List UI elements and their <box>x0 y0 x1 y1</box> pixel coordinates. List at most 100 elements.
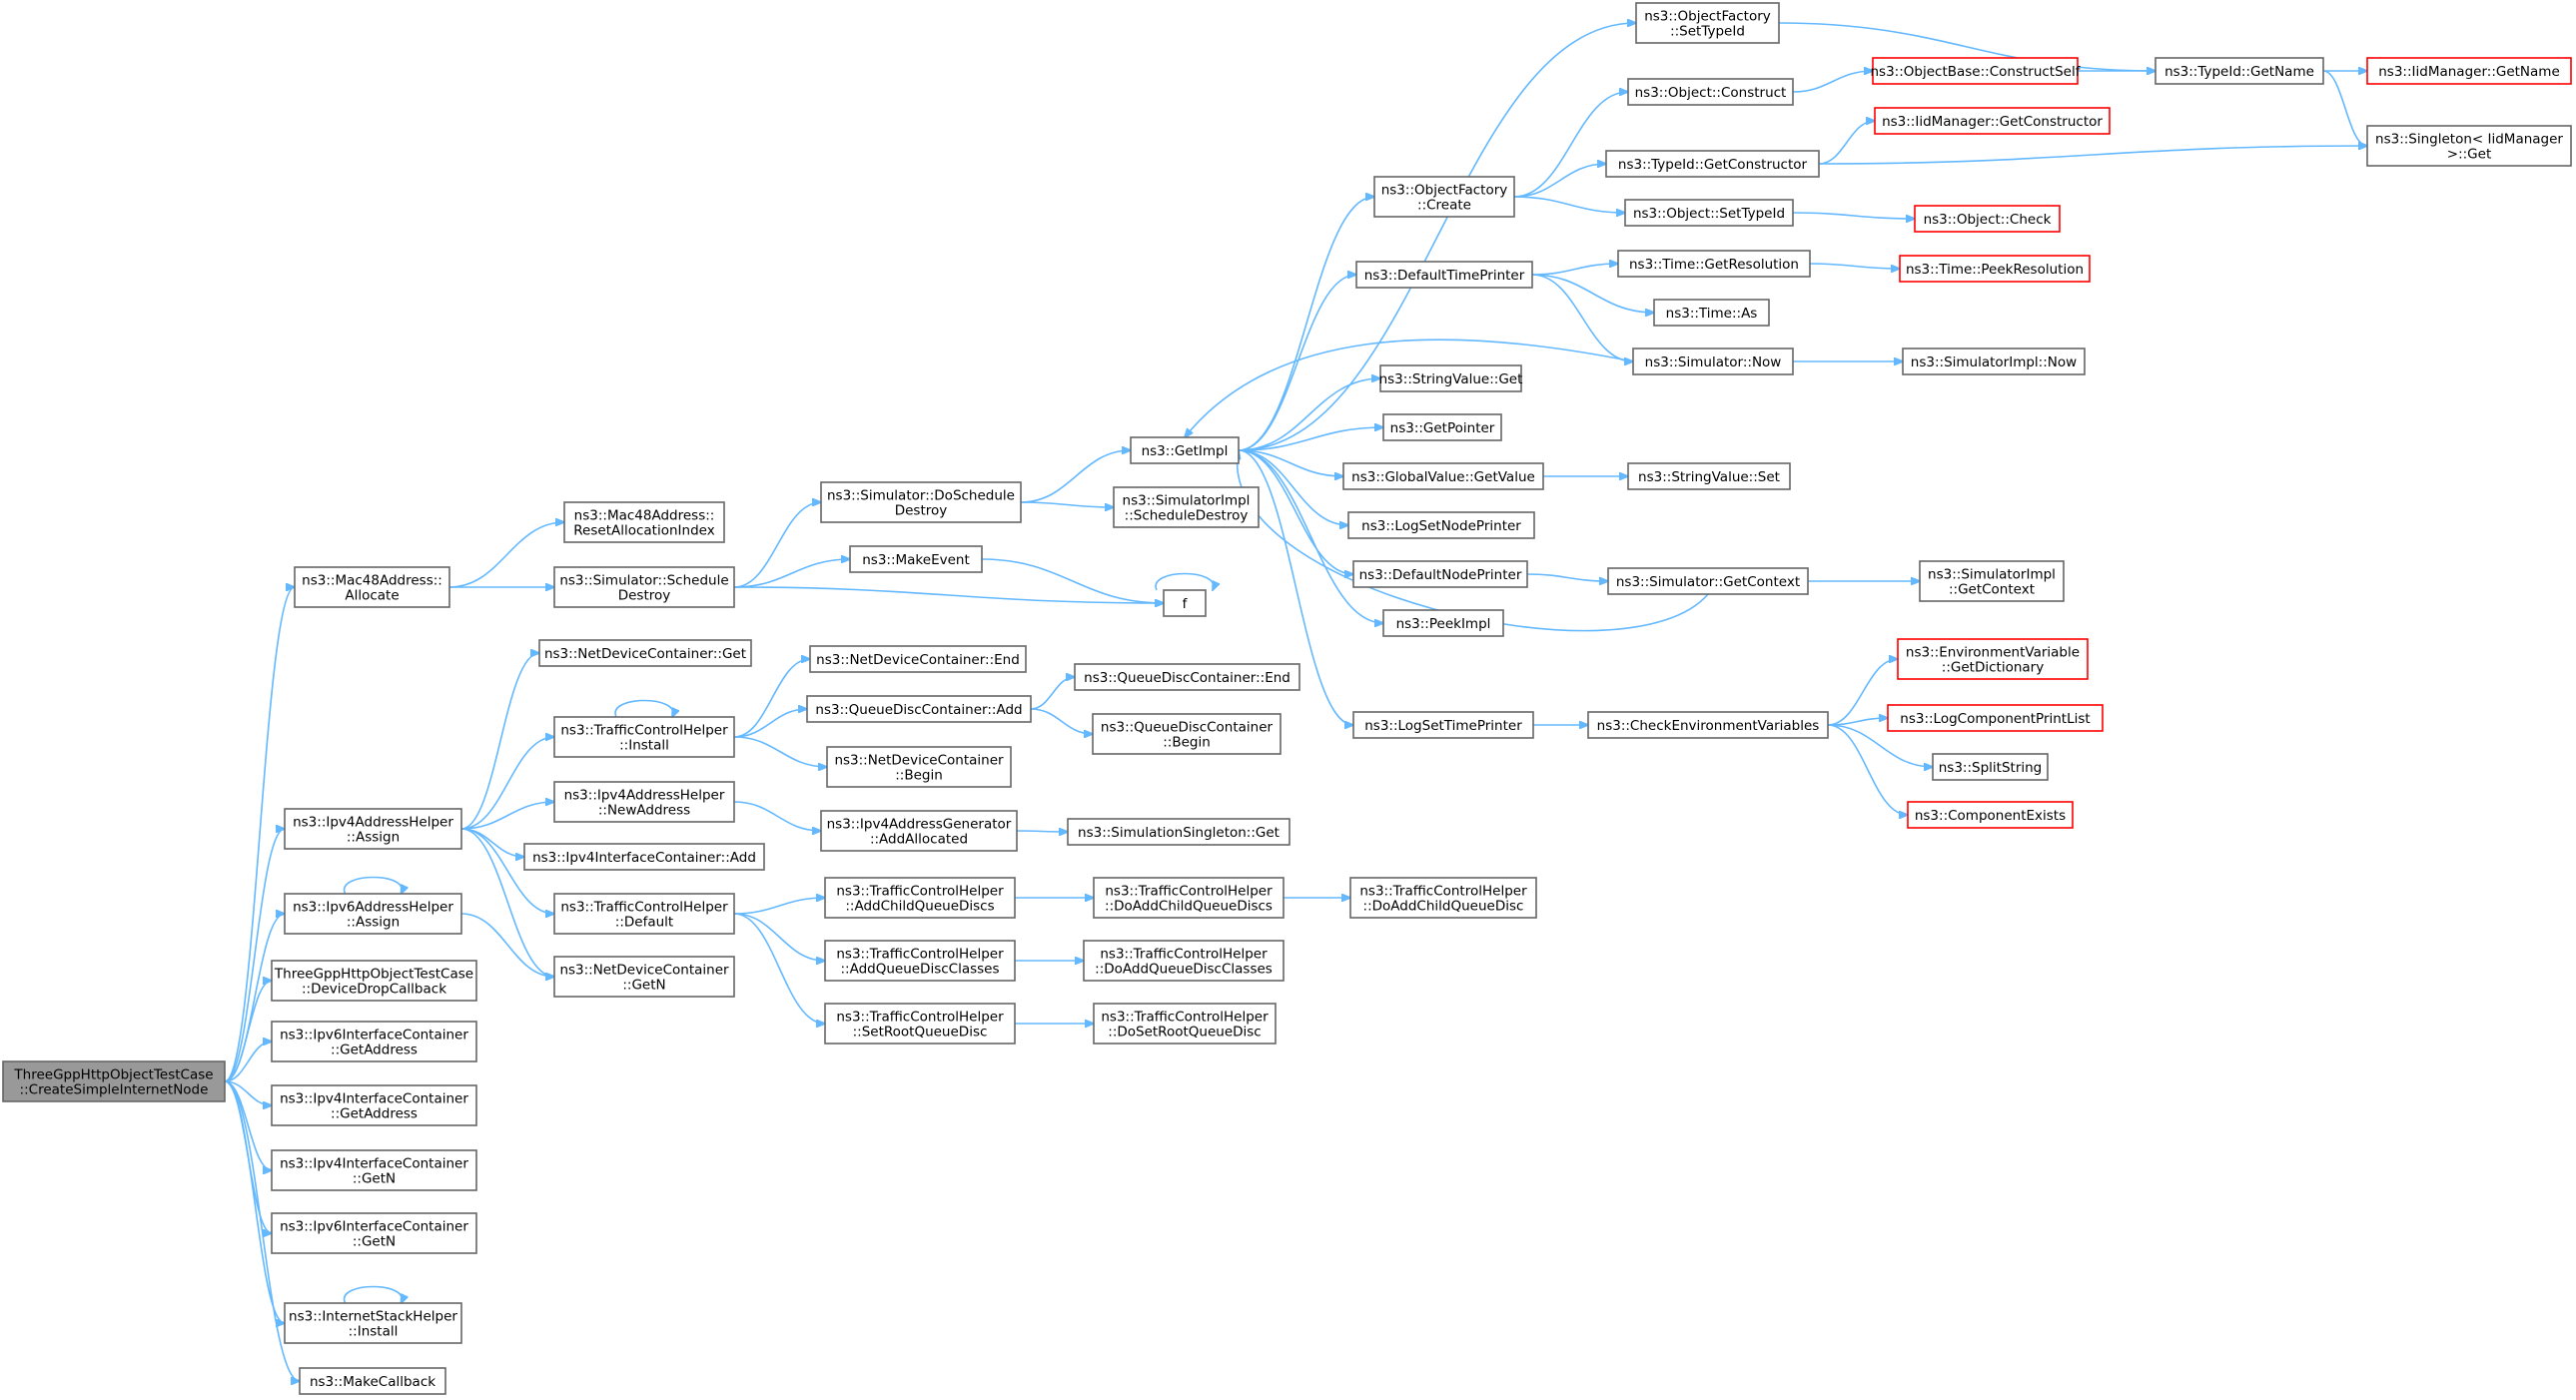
graph-node-ipv4ic-add[interactable]: ns3::Ipv4InterfaceContainer::Add <box>523 843 765 871</box>
node-box <box>553 716 735 758</box>
graph-node-qdc-add[interactable]: ns3::QueueDiscContainer::Add <box>806 695 1032 723</box>
call-edge <box>460 828 554 914</box>
graph-node-iidmgr-getconstructor[interactable]: ns3::IidManager::GetConstructor <box>1874 107 2111 135</box>
graph-node-globalvalue-getvalue[interactable]: ns3::GlobalValue::GetValue <box>1342 462 1544 490</box>
graph-node-ipv4h-assign[interactable]: ns3::Ipv4AddressHelper::Assign <box>284 808 462 850</box>
node-box <box>2 1060 226 1102</box>
graph-node-typeid-getconstructor[interactable]: ns3::TypeId::GetConstructor <box>1605 150 1820 178</box>
node-label: ::DoAddChildQueueDisc <box>1363 899 1524 915</box>
node-label: ::GetAddress <box>331 1043 418 1058</box>
graph-node-f[interactable]: f <box>1163 589 1207 617</box>
graph-node-check-env-vars[interactable]: ns3::CheckEnvironmentVariables <box>1587 711 1829 739</box>
graph-node-logcomp-printlist[interactable]: ns3::LogComponentPrintList <box>1887 704 2104 732</box>
graph-node-ndc-get[interactable]: ns3::NetDeviceContainer::Get <box>538 639 752 667</box>
graph-node-qdc-end[interactable]: ns3::QueueDiscContainer::End <box>1074 663 1300 691</box>
node-label: ns3::Ipv4InterfaceContainer <box>280 1091 468 1107</box>
call-edge <box>224 1080 300 1381</box>
graph-node-ipv4ic-getn[interactable]: ns3::Ipv4InterfaceContainer::GetN <box>271 1149 477 1191</box>
graph-node-objfactory-create[interactable]: ns3::ObjectFactory::Create <box>1373 176 1515 218</box>
graph-node-tch-doaddchild[interactable]: ns3::TrafficControlHelper::DoAddChildQue… <box>1093 877 1285 919</box>
graph-node-typeid-getname[interactable]: ns3::TypeId::GetName <box>2154 57 2324 85</box>
graph-node-tch-default[interactable]: ns3::TrafficControlHelper::Default <box>553 893 735 935</box>
node-label: ns3::ObjectBase::ConstructSelf <box>1871 64 2082 80</box>
graph-node-makeevent[interactable]: ns3::MakeEvent <box>849 545 983 573</box>
graph-node-object-construct[interactable]: ns3::Object::Construct <box>1627 78 1794 106</box>
graph-node-root[interactable]: ThreeGppHttpObjectTestCase::CreateSimple… <box>2 1060 226 1102</box>
graph-node-tch-doaddchild1[interactable]: ns3::TrafficControlHelper::DoAddChildQue… <box>1349 877 1537 919</box>
graph-node-simsingleton-get[interactable]: ns3::SimulationSingleton::Get <box>1067 818 1290 846</box>
graph-node-getpointer[interactable]: ns3::GetPointer <box>1382 413 1502 441</box>
graph-node-ndc-getn[interactable]: ns3::NetDeviceContainer::GetN <box>553 956 735 998</box>
graph-node-objfactory-settypeid[interactable]: ns3::ObjectFactory::SetTypeId <box>1635 2 1780 44</box>
graph-node-stringvalue-set[interactable]: ns3::StringValue::Set <box>1627 462 1791 490</box>
call-edge <box>224 829 285 1082</box>
node-box <box>1607 567 1809 595</box>
graph-node-stringvalue-get[interactable]: ns3::StringValue::Get <box>1379 364 1523 392</box>
graph-node-ish-install[interactable]: ns3::InternetStackHelper::Install <box>284 1302 462 1344</box>
graph-node-object-settypeid[interactable]: ns3::Object::SetTypeId <box>1624 199 1794 227</box>
graph-node-default-time-printer[interactable]: ns3::DefaultTimePrinter <box>1355 261 1533 289</box>
node-box <box>824 877 1016 919</box>
call-edge <box>2322 70 2367 146</box>
graph-node-defaultnodeprinter[interactable]: ns3::DefaultNodePrinter <box>1352 560 1528 588</box>
graph-node-simulator-getcontext[interactable]: ns3::Simulator::GetContext <box>1607 567 1809 595</box>
graph-node-ipv4ic-getaddr[interactable]: ns3::Ipv4InterfaceContainer::GetAddress <box>271 1084 477 1126</box>
graph-node-makecallback[interactable]: ns3::MakeCallback <box>299 1367 446 1395</box>
graph-node-tch-dosetroot[interactable]: ns3::TrafficControlHelper::DoSetRootQueu… <box>1093 1003 1277 1045</box>
graph-node-tch-addclasses[interactable]: ns3::TrafficControlHelper::AddQueueDiscC… <box>824 940 1016 982</box>
graph-node-mac-alloc[interactable]: ns3::Mac48Address::Allocate <box>294 566 450 608</box>
call-edge <box>1531 264 1618 276</box>
node-label: ns3::PeekImpl <box>1396 616 1491 632</box>
graph-node-getimpl[interactable]: ns3::GetImpl <box>1130 436 1240 464</box>
node-label: ns3::Singleton< IidManager <box>2375 132 2563 148</box>
call-edge <box>224 1080 272 1105</box>
graph-node-simimpl-getcontext[interactable]: ns3::SimulatorImpl::GetContext <box>1919 560 2065 602</box>
graph-node-ndc-begin[interactable]: ns3::NetDeviceContainer::Begin <box>826 746 1012 788</box>
call-edge <box>1531 274 1633 361</box>
graph-node-tch-install[interactable]: ns3::TrafficControlHelper::Install <box>553 716 735 758</box>
graph-node-objbase-constructself[interactable]: ns3::ObjectBase::ConstructSelf <box>1871 57 2082 85</box>
graph-node-component-exists[interactable]: ns3::ComponentExists <box>1907 801 2074 829</box>
graph-node-sim-schedule-destroy[interactable]: ns3::Simulator::ScheduleDestroy <box>553 566 735 608</box>
node-label: ns3::Mac48Address:: <box>574 508 715 524</box>
node-label: Destroy <box>618 588 671 604</box>
graph-node-iidmgr-getname[interactable]: ns3::IidManager::GetName <box>2366 57 2572 85</box>
graph-node-time-getresolution[interactable]: ns3::Time::GetResolution <box>1617 250 1811 278</box>
graph-node-simimpl-now[interactable]: ns3::SimulatorImpl::Now <box>1902 348 2086 375</box>
graph-node-tch-doaddclasses[interactable]: ns3::TrafficControlHelper::DoAddQueueDis… <box>1083 940 1285 982</box>
call-edge <box>1238 23 1636 451</box>
graph-node-time-peekresolution[interactable]: ns3::Time::PeekResolution <box>1899 255 2091 283</box>
graph-node-tch-addchild[interactable]: ns3::TrafficControlHelper::AddChildQueue… <box>824 877 1016 919</box>
graph-node-splitstring[interactable]: ns3::SplitString <box>1932 753 2049 781</box>
graph-node-time-as[interactable]: ns3::Time::As <box>1653 299 1770 327</box>
graph-node-simimpl-schedule-destroy[interactable]: ns3::SimulatorImpl::ScheduleDestroy <box>1113 486 1260 528</box>
graph-node-devdrop[interactable]: ThreeGppHttpObjectTestCase::DeviceDropCa… <box>271 960 477 1002</box>
node-box <box>1074 663 1300 691</box>
graph-node-ndc-end[interactable]: ns3::NetDeviceContainer::End <box>809 645 1027 673</box>
node-label: ns3::MakeCallback <box>310 1374 435 1390</box>
graph-node-simulator-now[interactable]: ns3::Simulator::Now <box>1632 348 1794 375</box>
graph-node-logsettimeprinter[interactable]: ns3::LogSetTimePrinter <box>1352 711 1534 739</box>
graph-node-ipv6ic-getaddr[interactable]: ns3::Ipv6InterfaceContainer::GetAddress <box>271 1021 477 1062</box>
node-box <box>284 1302 462 1344</box>
graph-node-ipv6ic-getn[interactable]: ns3::Ipv6InterfaceContainer::GetN <box>271 1212 477 1254</box>
graph-node-ipv6h-assign[interactable]: ns3::Ipv6AddressHelper::Assign <box>284 893 462 935</box>
graph-node-ipv4gen-addalloc[interactable]: ns3::Ipv4AddressGenerator::AddAllocated <box>820 810 1018 852</box>
call-edge <box>1513 92 1628 198</box>
graph-node-peekimpl[interactable]: ns3::PeekImpl <box>1382 609 1504 637</box>
graph-node-qdc-begin[interactable]: ns3::QueueDiscContainer::Begin <box>1092 713 1282 755</box>
graph-node-singleton-get[interactable]: ns3::Singleton< IidManager>::Get <box>2366 125 2572 167</box>
graph-node-envvar-getdict[interactable]: ns3::EnvironmentVariable::GetDictionary <box>1897 638 2089 680</box>
node-box <box>271 960 477 1002</box>
graph-node-logsetnodeprinter[interactable]: ns3::LogSetNodePrinter <box>1347 511 1535 539</box>
graph-node-object-check[interactable]: ns3::Object::Check <box>1914 205 2061 233</box>
graph-node-tch-setroot[interactable]: ns3::TrafficControlHelper::SetRootQueueD… <box>824 1003 1016 1045</box>
node-box <box>820 481 1022 523</box>
node-label: ns3::IidManager::GetConstructor <box>1882 114 2103 130</box>
graph-node-mac-reset[interactable]: ns3::Mac48Address::ResetAllocationIndex <box>563 501 725 543</box>
node-box <box>553 956 735 998</box>
graph-node-ipv4h-newaddr[interactable]: ns3::Ipv4AddressHelper::NewAddress <box>553 781 735 823</box>
node-box <box>1932 753 2049 781</box>
